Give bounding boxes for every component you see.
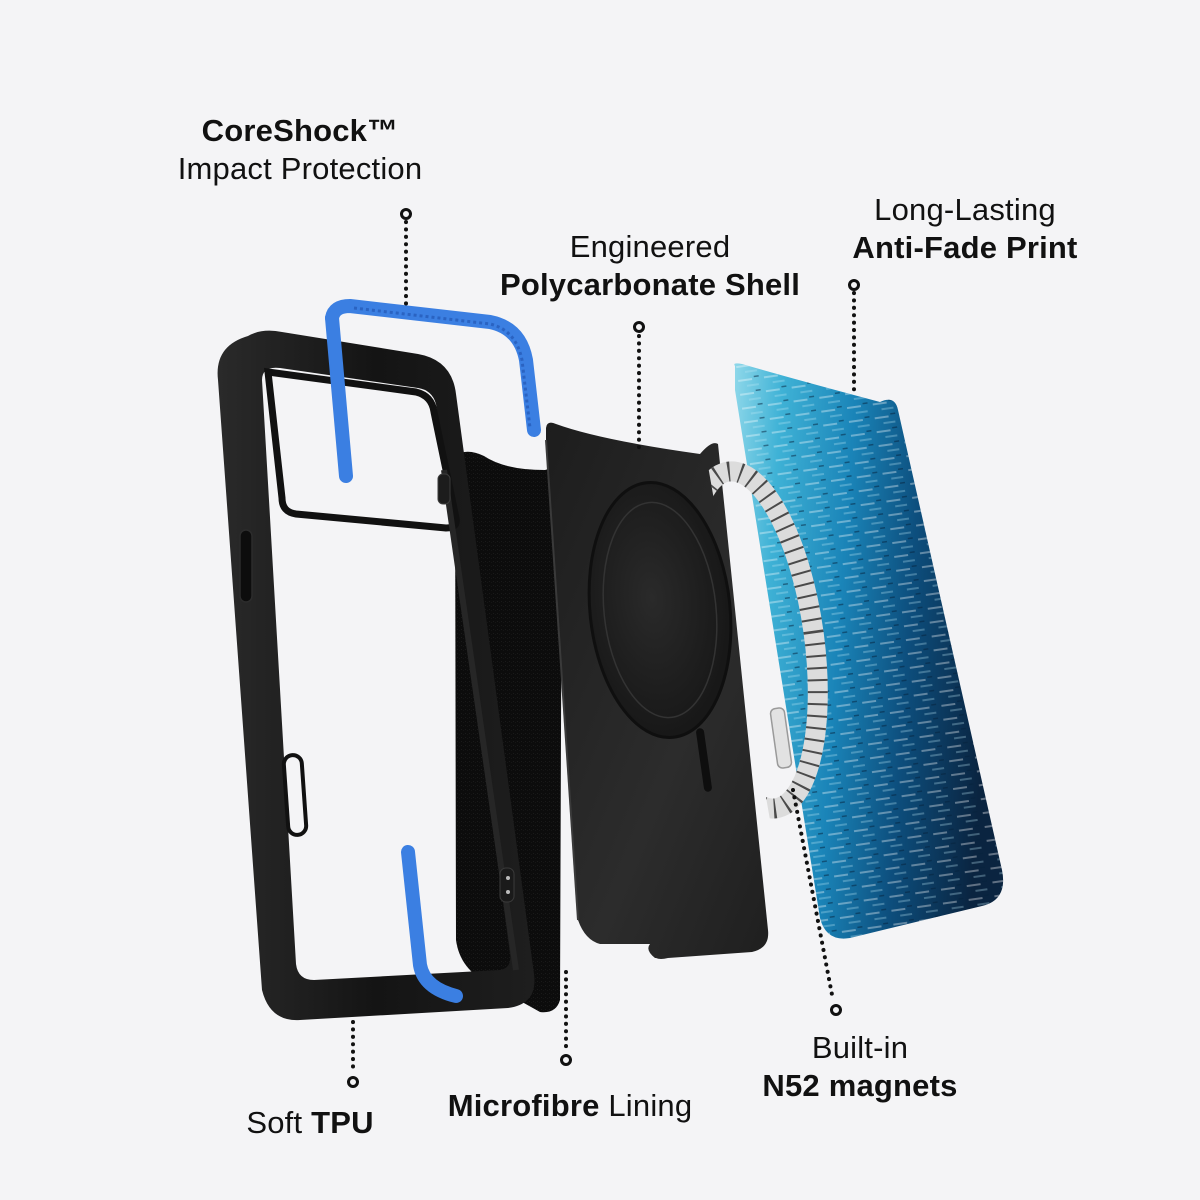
coreshock-strips [325,299,541,1003]
callout-microfibre-subtitle: Lining [608,1088,693,1123]
callout-tpu-title: TPU [311,1105,374,1140]
callout-antifade-title: Anti-Fade Print [852,230,1078,265]
callout-coreshock-subtitle: Impact Protection [177,151,423,186]
callout-magnets-subtitle: Built-in [811,1030,909,1065]
print-panel [734,363,1004,939]
polycarbonate-shell [545,422,769,960]
callout-polycarbonate-title: Polycarbonate Shell [499,267,801,302]
callout-antifade: Long-Lasting Anti-Fade Print [820,191,1110,267]
callout-microfibre-title: Microfibre [447,1088,609,1123]
magnet-bar [769,707,793,769]
callout-coreshock: CoreShock™ Impact Protection [140,112,460,188]
callout-magnets-title: N52 magnets [762,1068,958,1103]
leader-lines [347,208,860,1088]
callout-microfibre: Microfibre Lining [420,1087,720,1125]
callout-coreshock-title: CoreShock™ [201,113,399,148]
callout-magnets: Built-in N52 magnets [740,1029,980,1105]
callout-tpu-subtitle: Soft [246,1105,312,1140]
callout-polycarbonate: Engineered Polycarbonate Shell [470,228,830,304]
callout-tpu: Soft TPU [220,1104,400,1142]
callout-antifade-subtitle: Long-Lasting [874,192,1056,227]
tpu-bumper [217,330,535,1021]
side-cutout [281,753,309,837]
magnet-ring [700,461,828,819]
volume-button [239,529,253,603]
callout-polycarbonate-subtitle: Engineered [569,229,731,264]
